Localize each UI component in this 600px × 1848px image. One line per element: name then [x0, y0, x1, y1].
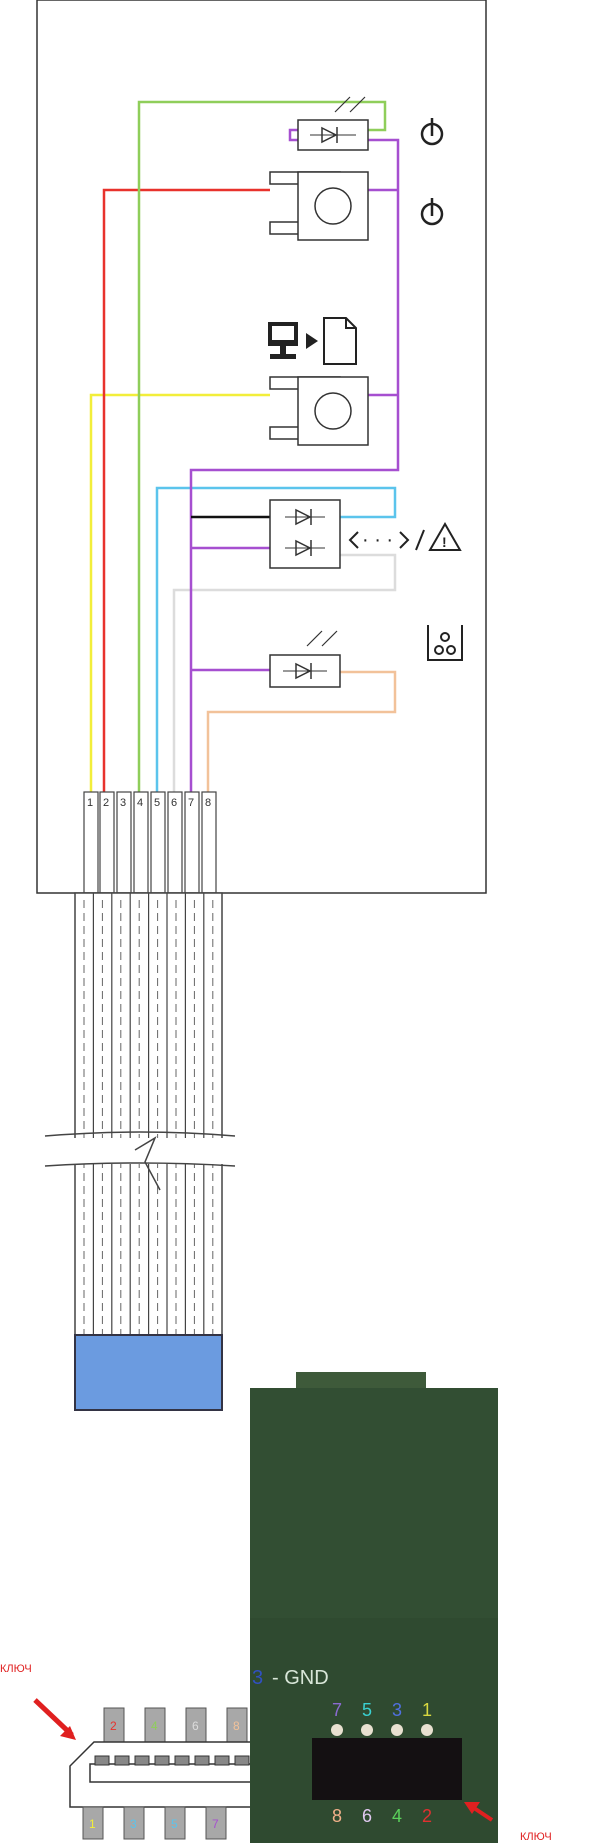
- connector-pin-label: 8: [233, 1719, 240, 1733]
- connector-pin-label: 2: [110, 1719, 117, 1733]
- cable-plug: [74, 1334, 223, 1411]
- status-warning-icon: · · · !: [348, 521, 462, 551]
- photo-pin-label: 8: [332, 1806, 342, 1826]
- photo-pin-label: 2: [422, 1806, 432, 1826]
- connector-pin-label: 4: [151, 1719, 158, 1733]
- gnd-label: - GND: [272, 1667, 329, 1689]
- connector-pin-label: 3: [130, 1817, 137, 1831]
- pin-number: 7: [188, 797, 194, 809]
- wire-purple: [189, 128, 400, 792]
- pin-number: 2: [103, 797, 109, 809]
- wire-blue: [155, 486, 397, 792]
- photo-pin-label: 6: [362, 1806, 372, 1826]
- lamp-bracket-left: [348, 531, 359, 549]
- button-1: [269, 171, 369, 241]
- photo-pin-label: 3: [392, 1700, 402, 1720]
- gnd-pin-number: 3: [252, 1667, 263, 1689]
- computer-to-document-icon: [268, 317, 357, 365]
- connector-contact: [134, 1755, 150, 1766]
- key-label-photo: КЛЮЧ: [520, 1831, 552, 1843]
- connector-pin-label: 1: [89, 1817, 96, 1831]
- connector-pin-label: 5: [171, 1817, 178, 1831]
- led-1: [297, 96, 369, 151]
- pin-number: 3: [120, 797, 126, 809]
- wire-yellow: [89, 393, 270, 792]
- pin-number: 1: [87, 797, 93, 809]
- toner-icon: [427, 625, 463, 661]
- button-2: [269, 376, 369, 446]
- connector-pin-bottom: [82, 1806, 104, 1840]
- connector-contact: [174, 1755, 190, 1766]
- connector-drawing: КЛЮЧ 2 4 6 8 1 3 5 7: [0, 1663, 273, 1840]
- connector-pin-bottom: [205, 1806, 227, 1840]
- wire-peach: [206, 670, 397, 792]
- photo-pin-label: 1: [422, 1700, 432, 1720]
- key-arrow-icon: [472, 1806, 494, 1822]
- wire-gray: [172, 553, 397, 792]
- connector-contact: [114, 1755, 130, 1766]
- connector-contact: [194, 1755, 210, 1766]
- light-emission-icon: [306, 630, 338, 647]
- control-panel-board: [36, 0, 487, 894]
- photo-pin-solder: [421, 1724, 433, 1736]
- connector-contact: [214, 1755, 230, 1766]
- connector-contact: [94, 1755, 110, 1766]
- lamp-bracket-right: [399, 531, 410, 549]
- connector-pin-label: 7: [212, 1817, 219, 1831]
- cable-break: [40, 1138, 240, 1164]
- wire-green: [137, 100, 387, 792]
- photo-pin-solder: [331, 1724, 343, 1736]
- photo-pin-label: 7: [332, 1700, 342, 1720]
- pin-number: 4: [137, 797, 143, 809]
- connector-pin-label: 6: [192, 1719, 199, 1733]
- connector-pin-bottom: [164, 1806, 186, 1840]
- warning-mark: !: [442, 534, 447, 550]
- ribbon-cable: [40, 892, 240, 1411]
- light-emission-icon: [334, 96, 366, 113]
- power-icon: [420, 198, 444, 226]
- power-icon: [420, 118, 444, 146]
- connector-contact: [234, 1755, 250, 1766]
- pin-number: 6: [171, 797, 177, 809]
- photo-pin-label: 4: [392, 1806, 402, 1826]
- pin-number: 8: [205, 797, 211, 809]
- led-3: [269, 630, 341, 688]
- dual-led: [269, 499, 341, 569]
- connector-contact: [154, 1755, 170, 1766]
- photo-pin-solder: [361, 1724, 373, 1736]
- photo-pin-solder: [391, 1724, 403, 1736]
- wire-red: [102, 188, 270, 792]
- pin-number: 5: [154, 797, 160, 809]
- key-arrow-icon: [33, 1698, 74, 1737]
- lamp-dots: · · ·: [362, 529, 393, 551]
- photo-pin-label: 5: [362, 1700, 372, 1720]
- connector-pin-bottom: [123, 1806, 145, 1840]
- photo-connector: [312, 1738, 462, 1800]
- key-label: КЛЮЧ: [0, 1663, 32, 1675]
